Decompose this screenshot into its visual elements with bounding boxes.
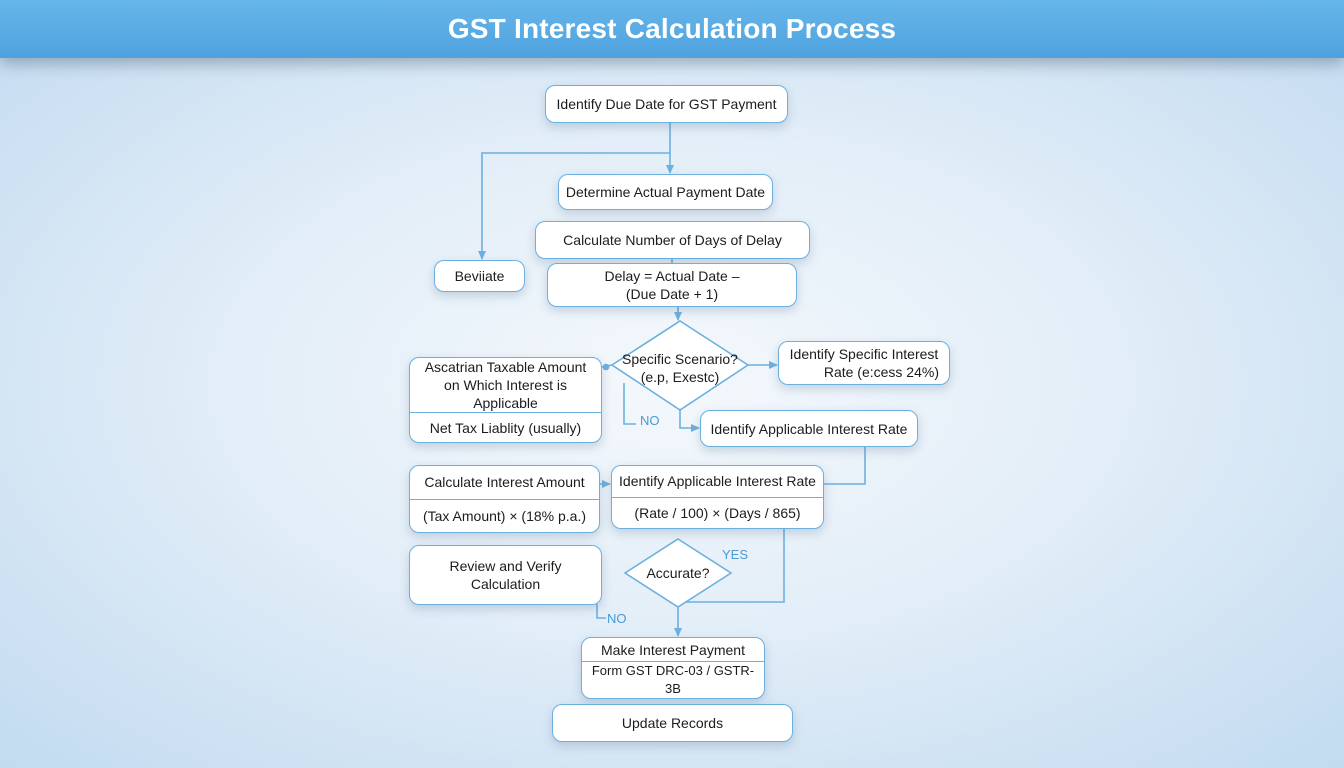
node-applicable-rate-1[interactable]: Identify Applicable Interest Rate bbox=[700, 410, 918, 447]
connector-applicable-loop bbox=[823, 446, 866, 485]
connector-to-deviate bbox=[478, 152, 670, 260]
node-identify-due-date[interactable]: Identify Due Date for GST Payment bbox=[545, 85, 788, 123]
edge-label-no-review: NO bbox=[607, 611, 627, 626]
node-update-records[interactable]: Update Records bbox=[552, 704, 793, 742]
node-delay-formula[interactable]: Delay = Actual Date – (Due Date + 1) bbox=[547, 263, 797, 307]
header-banner: GST Interest Calculation Process bbox=[0, 0, 1344, 58]
edge-label-no: NO bbox=[640, 413, 660, 428]
node-calculate-days[interactable]: Calculate Number of Days of Delay bbox=[535, 221, 810, 259]
diamond-specific-scenario bbox=[610, 320, 750, 411]
node-specific-rate[interactable]: Identify Specific Interest Rate (e:cess … bbox=[778, 341, 950, 385]
connector-scenario-to-applicable bbox=[679, 410, 700, 432]
edge-label-yes: YES bbox=[722, 547, 749, 562]
label-accurate: Accurate? bbox=[646, 565, 710, 581]
node-deviate[interactable]: Beviiate bbox=[434, 260, 525, 292]
diamond-accurate bbox=[623, 538, 733, 608]
node-calculate-interest[interactable]: Calculate Interest Amount (Tax Amount) ×… bbox=[409, 465, 600, 533]
node-taxable-amount[interactable]: Ascatrian Taxable Amount on Which Intere… bbox=[409, 357, 602, 443]
node-determine-payment-date[interactable]: Determine Actual Payment Date bbox=[558, 174, 773, 210]
label-specific-scenario: Specific Scenario? (e.p, Exestc) bbox=[622, 351, 738, 385]
node-make-payment[interactable]: Make Interest Payment Form GST DRC-03 / … bbox=[581, 637, 765, 699]
node-applicable-rate-2[interactable]: Identify Applicable Interest Rate (Rate … bbox=[611, 465, 824, 529]
node-review-verify[interactable]: Review and Verify Calculation bbox=[409, 545, 602, 605]
page-title: GST Interest Calculation Process bbox=[447, 13, 897, 44]
